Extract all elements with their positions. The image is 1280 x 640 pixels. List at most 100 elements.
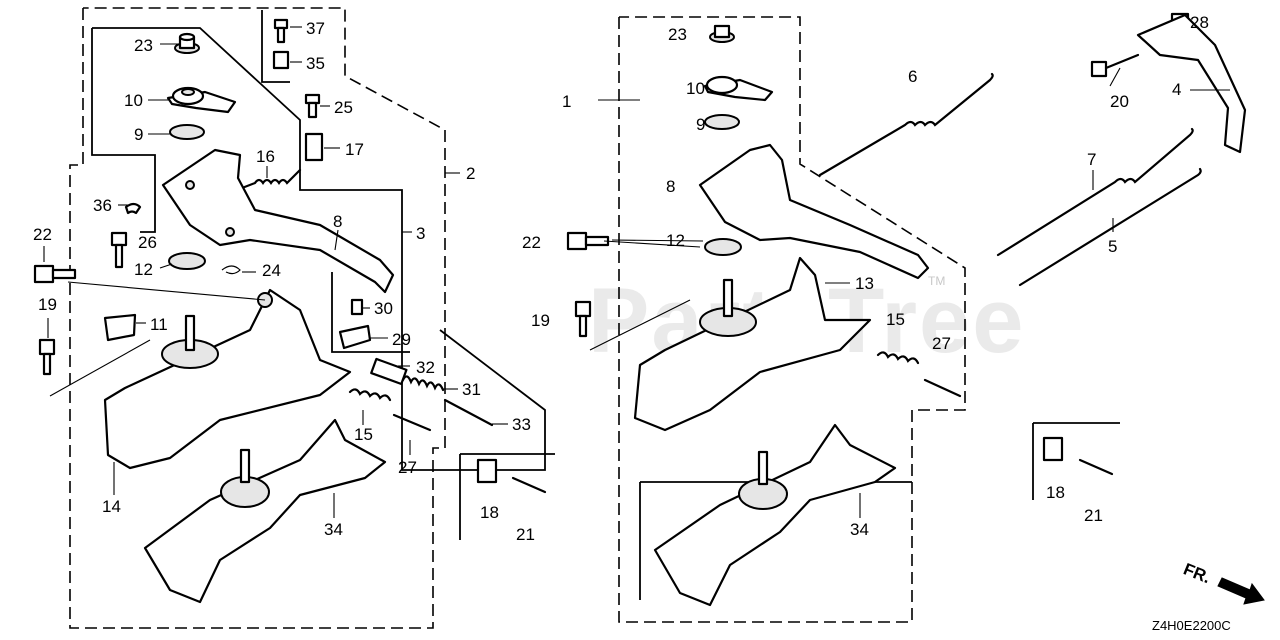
right-parts: [566, 12, 1247, 607]
washer-9: [704, 114, 740, 130]
washer-12: [704, 238, 742, 256]
nut-17: [304, 132, 324, 162]
callout-10-r: 10: [686, 79, 705, 98]
callout-18-r: 18: [1046, 483, 1065, 502]
governor-rod-5: [1018, 167, 1202, 287]
control-base-13: [633, 256, 872, 432]
washer-9: [169, 124, 205, 140]
callout-6: 6: [908, 67, 917, 86]
callout-23-r: 23: [668, 25, 687, 44]
callout-14: 14: [102, 497, 121, 516]
bracket-29: [338, 324, 372, 350]
callout-19-r: 19: [531, 311, 550, 330]
front-direction-indicator: FR.: [1181, 559, 1265, 605]
flange-bolt-22: [566, 231, 610, 251]
callout-28: 28: [1190, 13, 1209, 32]
callout-15-r: 15: [886, 310, 905, 329]
callout-19: 19: [38, 295, 57, 314]
spring-15: [348, 388, 392, 402]
callout-5: 5: [1108, 237, 1117, 256]
control-base-14: [103, 288, 352, 470]
bolt-26: [110, 231, 128, 269]
flange-nut-23: [709, 24, 735, 43]
callout-33: 33: [512, 415, 531, 434]
callout-22-r: 22: [522, 233, 541, 252]
callout-9: 9: [134, 125, 143, 144]
callout-12: 12: [134, 260, 153, 279]
callout-30: 30: [374, 299, 393, 318]
callout-4: 4: [1172, 80, 1181, 99]
callout-29: 29: [392, 330, 411, 349]
callout-20: 20: [1110, 92, 1129, 111]
callout-23: 23: [134, 36, 153, 55]
callout-9-r: 9: [696, 115, 705, 134]
bolt-27: [923, 378, 962, 398]
callout-37: 37: [306, 19, 325, 38]
bolt-19: [574, 300, 592, 338]
callout-8: 8: [333, 212, 342, 231]
callout-31: 31: [462, 380, 481, 399]
spring-15: [876, 351, 920, 365]
callout-3: 3: [416, 224, 425, 243]
diagram-code: Z4H0E2200C: [1152, 618, 1231, 633]
clip-11: [103, 313, 137, 342]
callout-25: 25: [334, 98, 353, 117]
callout-1: 1: [562, 92, 571, 111]
left-parts: [33, 18, 547, 604]
engine-mount-34: [653, 423, 897, 607]
callout-15: 15: [354, 425, 373, 444]
clip-24: [221, 265, 241, 275]
callout-34: 34: [324, 520, 343, 539]
clip-36: [124, 202, 142, 215]
callout-2: 2: [466, 164, 475, 183]
callout-8-r: 8: [666, 177, 675, 196]
spring-31: [401, 375, 445, 392]
bolt-33: [443, 398, 494, 427]
right-callouts: 23 10 9 8 1 6 7 12 22 13 19 15 27 34 5 2…: [522, 13, 1209, 539]
callout-18: 18: [480, 503, 499, 522]
bolt-30: [350, 298, 364, 316]
control-lever-8: [161, 148, 395, 294]
spring-16: [240, 168, 302, 190]
callout-7: 7: [1087, 150, 1096, 169]
callout-11: 11: [150, 315, 168, 334]
cable-clamp-10: [703, 75, 774, 102]
front-label: FR.: [1181, 559, 1214, 587]
governor-spring-7: [996, 127, 1194, 257]
control-lever-8: [698, 143, 930, 280]
callout-17: 17: [345, 140, 364, 159]
bolt-37: [273, 18, 289, 44]
callout-21-r: 21: [1084, 506, 1103, 525]
trademark-mark: TM: [928, 274, 945, 288]
bolt-21: [1078, 458, 1114, 476]
bolt-21: [511, 476, 547, 494]
callout-12-r: 12: [666, 231, 685, 250]
callout-32: 32: [416, 358, 435, 377]
callout-24: 24: [262, 261, 281, 280]
front-arrow-icon: [1217, 577, 1265, 605]
callout-35: 35: [306, 54, 325, 73]
collar-18: [476, 458, 498, 484]
bolt-27: [392, 413, 432, 432]
callout-34-r: 34: [850, 520, 869, 539]
bolt-25: [304, 93, 321, 119]
throttle-lever-4: [1136, 13, 1247, 154]
callout-10: 10: [124, 91, 143, 110]
callout-27-r: 27: [932, 334, 951, 353]
leader-lines: [43, 26, 1230, 518]
callout-22: 22: [33, 225, 52, 244]
callout-13: 13: [855, 274, 874, 293]
left-callouts: 37 35 23 10 25 9 17 16 2 36 8 3 22 26 24…: [33, 19, 535, 544]
flange-bolt-22: [33, 264, 77, 284]
bolt-20: [1090, 53, 1140, 78]
washer-12: [168, 252, 206, 270]
callout-21: 21: [516, 525, 535, 544]
cable-clamp-10: [166, 86, 237, 114]
callout-36: 36: [93, 196, 112, 215]
callout-26: 26: [138, 233, 157, 252]
engine-mount-34: [143, 418, 387, 604]
governor-spring-6: [818, 72, 994, 177]
nut-35: [272, 50, 290, 70]
collar-18: [1042, 436, 1064, 462]
